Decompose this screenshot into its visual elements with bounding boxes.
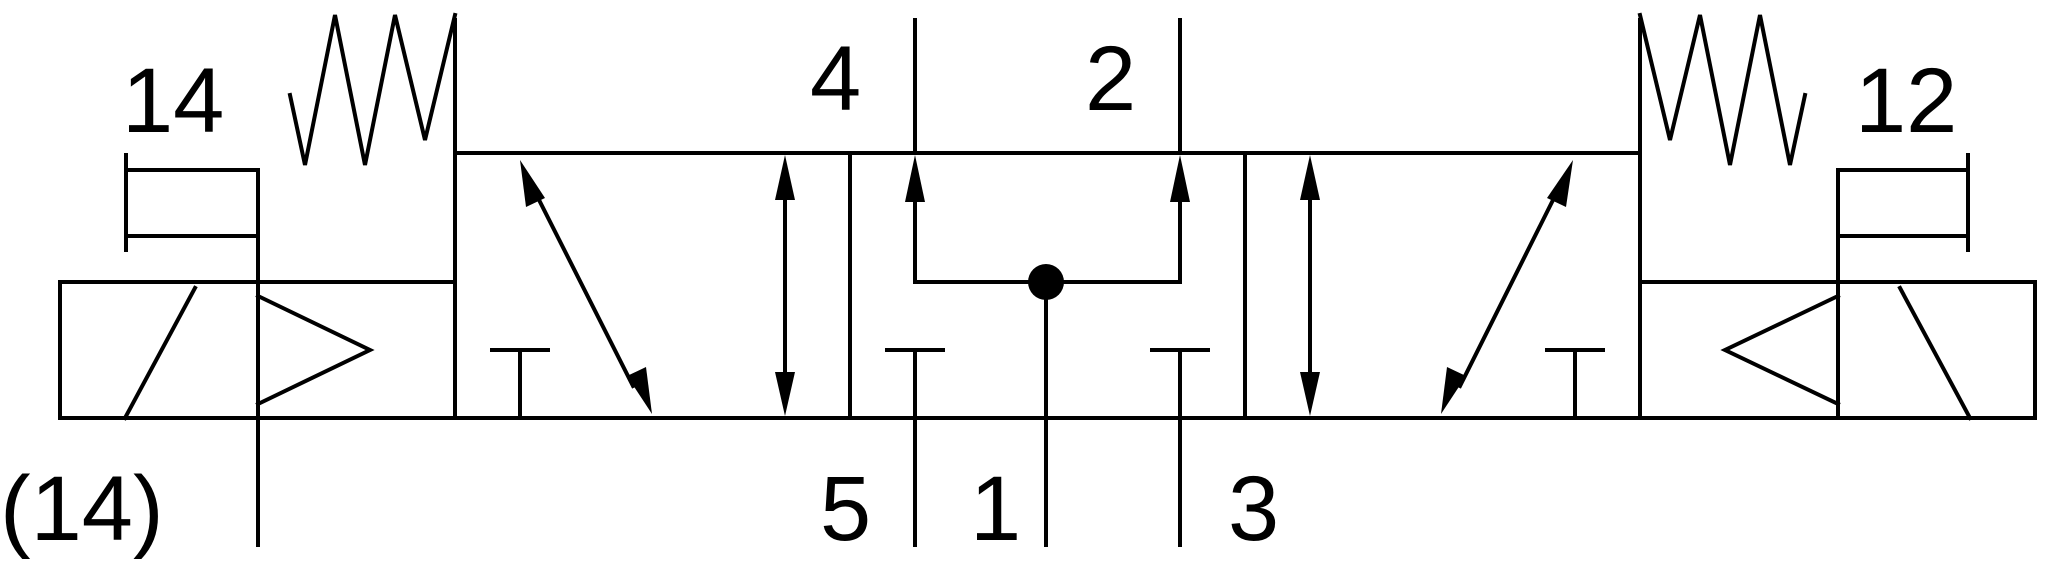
left-envelope-diagonal-flow [529, 183, 636, 389]
port-label-5: 5 [820, 458, 871, 560]
pilot-label-14: 14 [122, 50, 224, 152]
port-label-3: 3 [1228, 458, 1279, 560]
left-envelope-arrowhead-bottom [627, 367, 652, 414]
labels: 14 12 (14) 4 2 5 1 3 [0, 28, 1957, 560]
right-envelope-diagonal-flow [1457, 183, 1563, 389]
center-envelope [885, 155, 1210, 547]
port-label-2: 2 [1085, 28, 1136, 130]
left-envelope-arrowhead-up [775, 155, 795, 200]
port-lines [913, 18, 1182, 547]
port-label-1: 1 [970, 458, 1021, 560]
right-spring-zigzag [1637, 12, 1808, 166]
left-envelope-arrowhead-down [775, 372, 795, 416]
right-envelope-arrowhead-top [1547, 160, 1573, 207]
left-spring-zigzag [287, 12, 458, 166]
center-arrowhead-port2 [1170, 155, 1190, 202]
left-pilot-triangle [255, 293, 375, 407]
left-envelope [490, 155, 795, 420]
right-envelope-arrowhead-up [1300, 155, 1320, 200]
pilot-label-12: 12 [1855, 50, 1957, 152]
center-arrowhead-port4 [905, 155, 925, 202]
right-actuator [1637, 12, 2037, 421]
left-envelope-arrowhead-top [520, 160, 545, 207]
right-envelope-arrowhead-bottom [1441, 367, 1466, 414]
port-label-4: 4 [810, 28, 861, 130]
right-coil-diagonal [1897, 285, 1973, 421]
right-envelope-arrowhead-down [1300, 372, 1320, 416]
manual-override-label-14: (14) [0, 458, 164, 560]
right-pilot-triangle [1720, 293, 1841, 407]
left-coil-diagonal [122, 285, 198, 421]
right-envelope [1300, 155, 1605, 420]
